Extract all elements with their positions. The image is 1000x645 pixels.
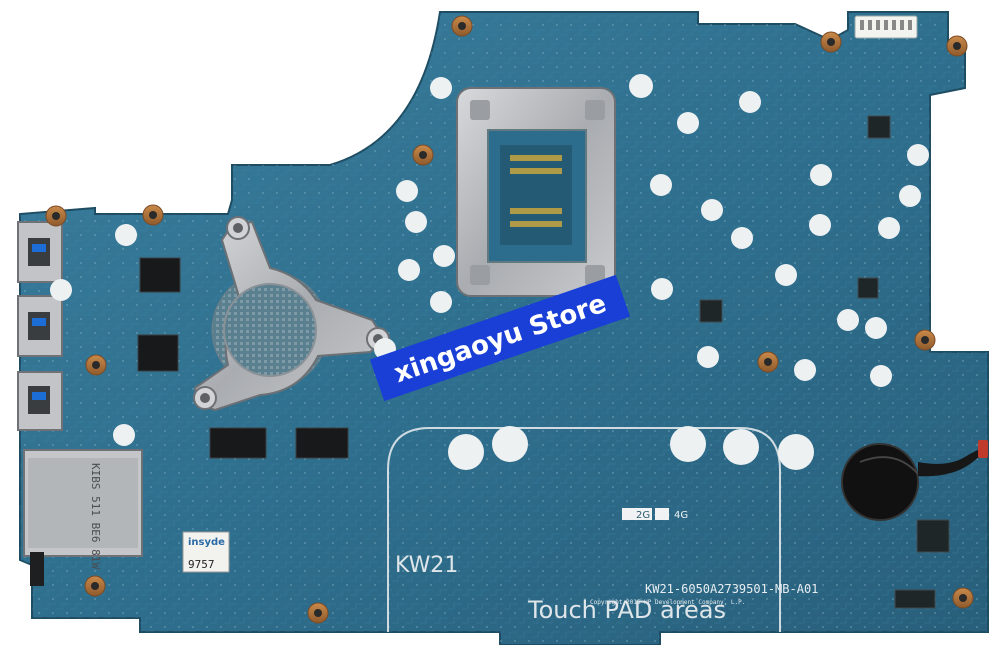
label-2g: 2G [636, 510, 650, 521]
ic-chips [699, 115, 950, 609]
model-mark: KW21 [395, 553, 458, 578]
touchpad-label: Touch PAD areas [527, 596, 726, 624]
sd-card-reader: KIBS 511 BE6 81W [23, 449, 143, 569]
cpu-bracket [456, 87, 616, 297]
bios-code-text: 9757 [188, 558, 215, 571]
card-reader-text: KIBS 511 BE6 81W [89, 463, 102, 569]
bios-label: insyde 9757 [182, 531, 230, 573]
vram-chips [137, 257, 349, 459]
bios-brand-text: insyde [188, 537, 225, 548]
audio-jack [30, 552, 44, 586]
touchpad-outline [387, 427, 781, 632]
label-4g: 4G [674, 510, 688, 521]
cmos-battery [841, 440, 988, 521]
copyright-text: Copyright 2015 HP Development Company, L… [590, 599, 745, 606]
usb-port-3 [17, 371, 63, 431]
test-pads [50, 74, 929, 470]
gpu-bracket [193, 216, 390, 412]
usb-port-2 [17, 295, 63, 357]
part-number: KW21-6050A2739501-MB-A01 [645, 582, 818, 596]
usb-port-1 [17, 221, 63, 283]
